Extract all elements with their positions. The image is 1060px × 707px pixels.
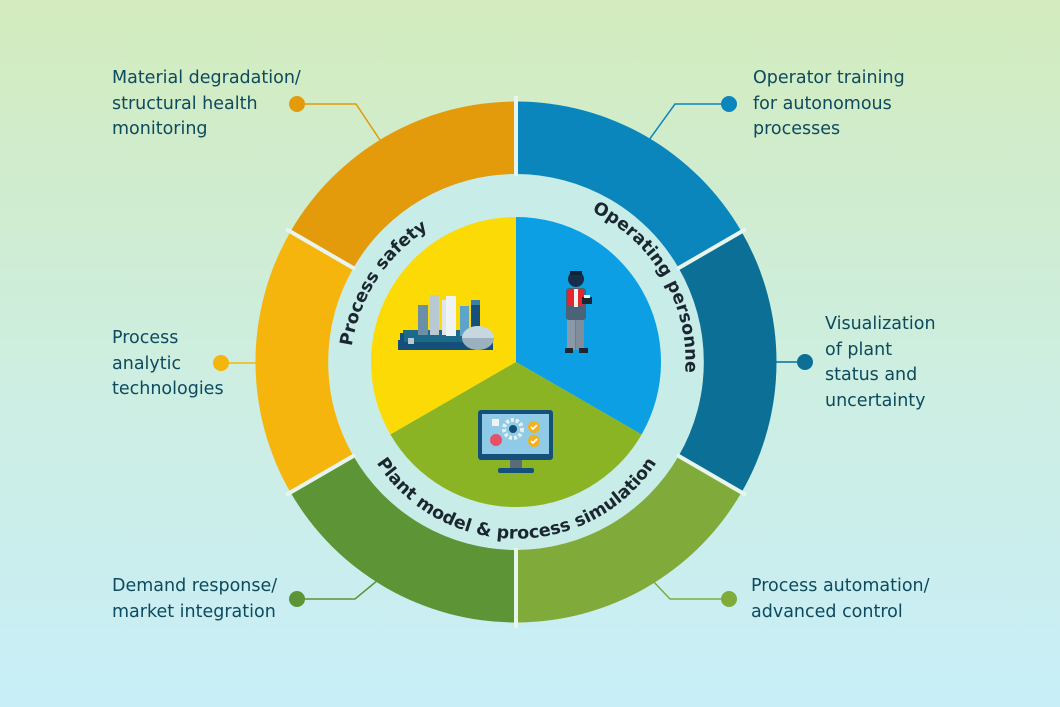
label-process-analytic: Process analytic technologies (112, 328, 224, 399)
computer-monitor-icon (478, 410, 553, 473)
pie-sector-operating-personnel (516, 217, 662, 435)
ring-segment-demand-response (290, 455, 516, 623)
label-demand-response: Demand response/ market integration (112, 576, 278, 622)
dot-process-analytic (213, 355, 229, 371)
dot-process-automation (721, 591, 737, 607)
outer-ring (255, 96, 777, 628)
label-process-automation: Process automation/ advanced control (751, 576, 930, 622)
label-visualization: Visualization of plant status and uncert… (825, 314, 936, 411)
inner-pie (370, 217, 662, 508)
ring-segment-visualization (678, 231, 777, 493)
connector-material-degradation (297, 103, 381, 141)
label-material-degradation: Material degradation/ structural health … (112, 68, 301, 139)
dot-material-degradation (289, 96, 305, 112)
dot-visualization (797, 354, 813, 370)
dot-operator-training (721, 96, 737, 112)
ring-segment-material-degradation (290, 101, 516, 269)
ring-segment-process-analytic (255, 231, 354, 493)
ring-segment-operator-training (516, 101, 742, 269)
connector-demand-response (297, 579, 379, 600)
dot-demand-response (289, 591, 305, 607)
connector-operator-training (648, 103, 729, 141)
ring-segment-process-automation (516, 455, 742, 623)
industrial-plant-icon (398, 295, 494, 350)
label-operator-training: Operator training for autonomous process… (753, 68, 905, 139)
operator-person-icon (565, 271, 592, 353)
connector-process-automation (651, 579, 729, 600)
